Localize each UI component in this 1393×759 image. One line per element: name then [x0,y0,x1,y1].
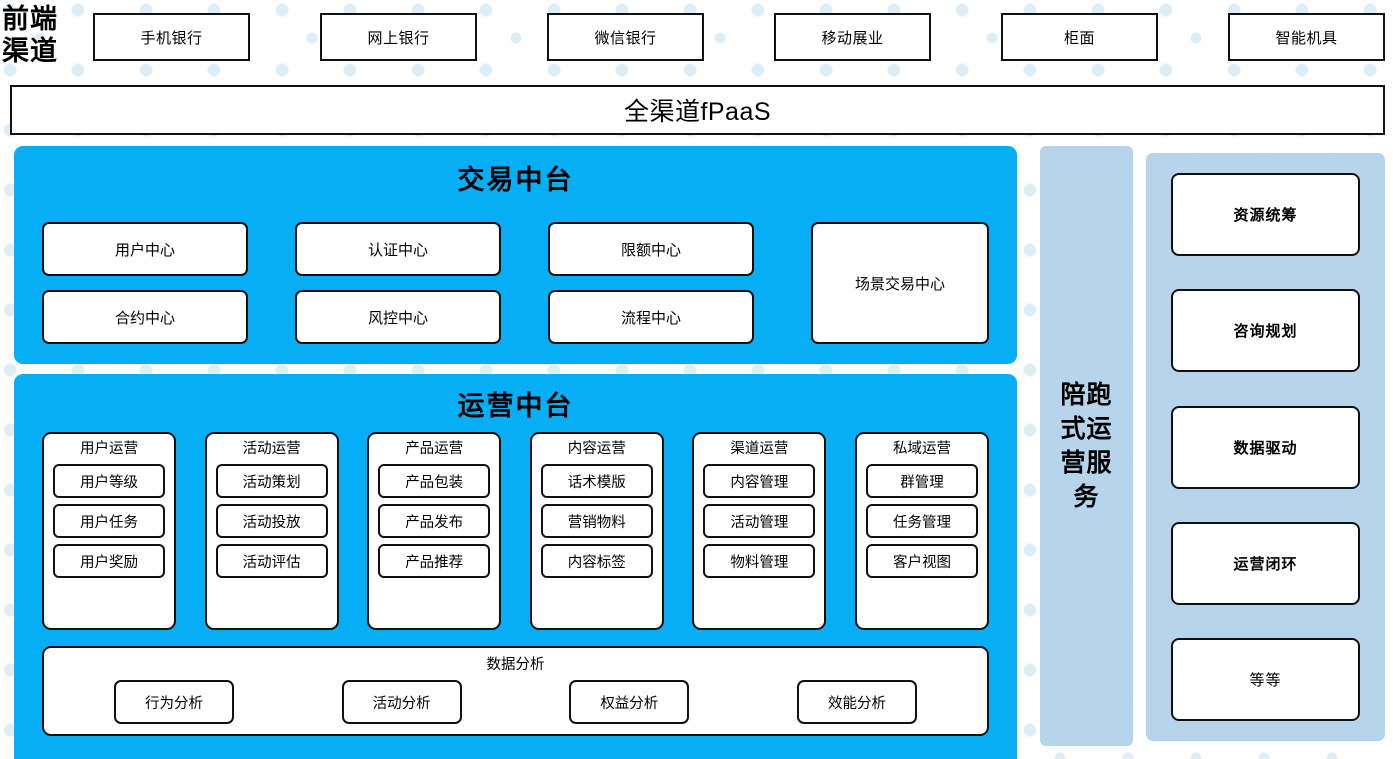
data-analysis-item-group: 行为分析 活动分析 权益分析 效能分析 [114,680,917,724]
front-channel-label: 前端 渠道 [2,2,88,68]
ops-platform-panel: 运营中台 用户运营 用户等级 用户任务 用户奖励 活动运营 活动策划 活动投放 … [14,374,1017,759]
capability-card-consulting-planning[interactable]: 咨询规划 [1171,289,1360,373]
trade-center-risk[interactable]: 风控中心 [295,290,501,344]
ops-column-title-user: 用户运营 [80,441,138,457]
ops-item-customer-view[interactable]: 客户视图 [865,544,978,578]
capability-column: 资源统筹 咨询规划 数据驱动 运营闭环 等等 [1146,153,1385,741]
fpaas-bar: 全渠道fPaaS [10,85,1385,135]
capability-card-resource-coordination[interactable]: 资源统筹 [1171,173,1360,256]
ops-item-content-management[interactable]: 内容管理 [703,464,816,498]
trade-center-limit[interactable]: 限额中心 [548,222,754,276]
ops-column-channel: 渠道运营 内容管理 活动管理 物料管理 [692,432,827,630]
platform-stack: 交易中台 用户中心 认证中心 限额中心 合约中心 风控中心 流程中心 场景交易中… [14,146,1017,759]
channel-box-wechat-bank[interactable]: 微信银行 [547,13,704,61]
ops-item-user-reward[interactable]: 用户奖励 [53,544,165,578]
ops-item-campaign-evaluation[interactable]: 活动评估 [215,544,328,578]
ops-item-script-template[interactable]: 话术模版 [540,464,653,498]
capability-card-etc[interactable]: 等等 [1171,638,1360,721]
capability-card-data-driven[interactable]: 数据驱动 [1171,405,1360,489]
data-analysis-efficiency[interactable]: 效能分析 [796,680,917,724]
data-analysis-behavior[interactable]: 行为分析 [114,680,234,724]
trade-platform-panel: 交易中台 用户中心 认证中心 限额中心 合约中心 风控中心 流程中心 场景交易中… [14,146,1017,364]
front-channel-row: 手机银行 网上银行 微信银行 移动展业 柜面 智能机具 [93,13,1385,61]
ops-item-product-release[interactable]: 产品发布 [378,504,491,538]
ops-column-group: 用户运营 用户等级 用户任务 用户奖励 活动运营 活动策划 活动投放 活动评估 … [42,432,989,630]
ops-column-user: 用户运营 用户等级 用户任务 用户奖励 [42,432,176,630]
ops-item-campaign-management[interactable]: 活动管理 [703,504,816,538]
ops-item-user-task[interactable]: 用户任务 [53,504,165,538]
channel-box-counter[interactable]: 柜面 [1001,13,1158,61]
channel-box-internet-bank[interactable]: 网上银行 [320,13,477,61]
front-channel-label-line1: 前端 [2,4,58,34]
trade-center-grid: 用户中心 认证中心 限额中心 合约中心 风控中心 流程中心 [42,222,802,344]
ops-item-campaign-delivery[interactable]: 活动投放 [215,504,328,538]
ops-item-group-management[interactable]: 群管理 [865,464,978,498]
ops-platform-title: 运营中台 [457,391,574,421]
ops-item-marketing-material[interactable]: 营销物料 [540,504,653,538]
data-analysis-panel: 数据分析 行为分析 活动分析 权益分析 效能分析 [42,646,989,736]
ops-column-content: 内容运营 话术模版 营销物料 内容标签 [529,432,664,630]
trade-platform-title: 交易中台 [457,165,574,195]
front-channel-label-line2: 渠道 [2,36,58,66]
data-analysis-campaign[interactable]: 活动分析 [341,680,462,724]
ops-column-title-campaign: 活动运营 [242,441,301,457]
capability-card-ops-closed-loop[interactable]: 运营闭环 [1171,521,1360,605]
ops-column-title-private-domain: 私域运营 [892,441,951,457]
ops-item-task-management[interactable]: 任务管理 [865,504,978,538]
ops-column-title-content: 内容运营 [567,441,626,457]
trade-center-auth[interactable]: 认证中心 [295,222,501,276]
trade-center-contract[interactable]: 合约中心 [42,290,248,344]
ops-item-campaign-planning[interactable]: 活动策划 [215,464,328,498]
accompanying-ops-service-column: 陪跑式运营服务 [1040,146,1133,746]
ops-item-content-tag[interactable]: 内容标签 [540,544,653,578]
trade-center-scene[interactable]: 场景交易中心 [811,222,989,344]
accompanying-ops-service-label: 陪跑式运营服务 [1060,381,1113,511]
ops-item-material-management[interactable]: 物料管理 [703,544,816,578]
data-analysis-benefit[interactable]: 权益分析 [569,680,690,724]
channel-box-mobile-bank[interactable]: 手机银行 [93,13,250,61]
ops-column-title-channel: 渠道运营 [730,441,789,457]
ops-item-user-level[interactable]: 用户等级 [53,464,165,498]
ops-item-product-packaging[interactable]: 产品包装 [378,464,491,498]
ops-column-campaign: 活动运营 活动策划 活动投放 活动评估 [204,432,339,630]
ops-column-private-domain: 私域运营 群管理 任务管理 客户视图 [854,432,989,630]
ops-item-product-recommend[interactable]: 产品推荐 [378,544,491,578]
trade-center-process[interactable]: 流程中心 [548,290,754,344]
data-analysis-title: 数据分析 [486,657,545,673]
channel-box-smart-machine[interactable]: 智能机具 [1228,13,1385,61]
ops-column-product: 产品运营 产品包装 产品发布 产品推荐 [367,432,502,630]
trade-center-user[interactable]: 用户中心 [42,222,248,276]
channel-box-mobile-business[interactable]: 移动展业 [774,13,931,61]
ops-column-title-product: 产品运营 [405,441,464,457]
